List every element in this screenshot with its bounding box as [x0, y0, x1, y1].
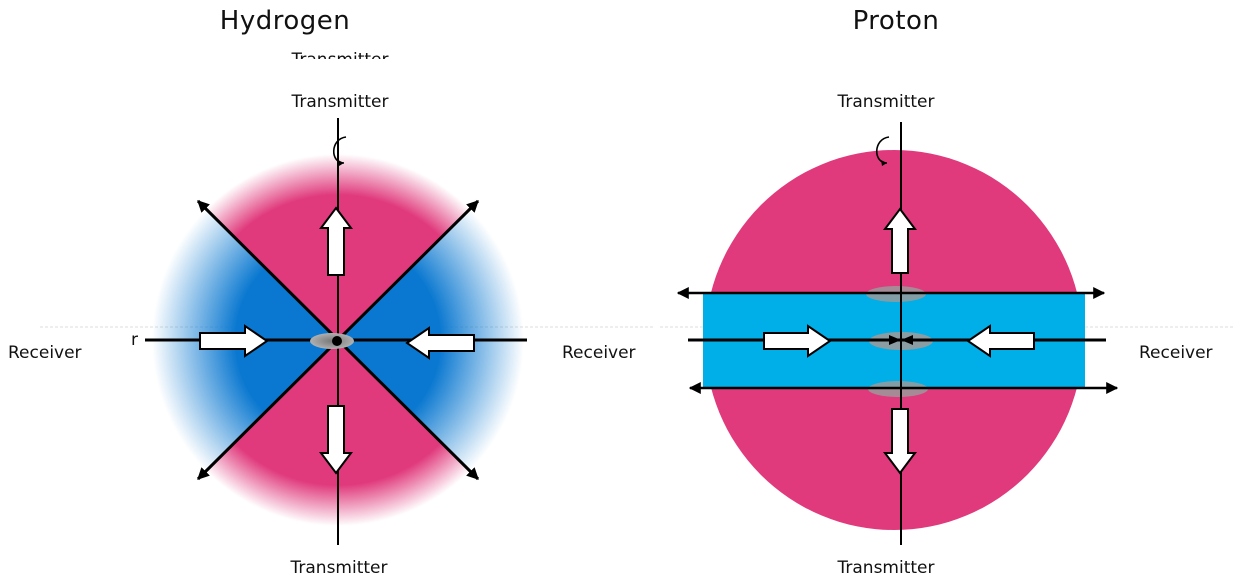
proton-title: Proton	[852, 6, 940, 36]
down-block-arrow	[319, 405, 353, 475]
clipped-transmitter-label: Transmitter	[291, 50, 389, 70]
hydrogen-diagram	[40, 118, 655, 545]
hydrogen-title: Hydrogen	[219, 6, 351, 36]
down-block-arrow	[883, 408, 917, 475]
up-block-arrow	[883, 207, 917, 274]
proton-transmitter-top-label: Transmitter	[837, 92, 935, 112]
proton-transmitter-bottom-label: Transmitter	[837, 558, 935, 578]
hydrogen-transmitter-top-label: Transmitter	[291, 92, 389, 112]
diagonal-arrow-se	[336, 338, 480, 481]
center-arrowhead-right	[901, 335, 913, 345]
proton-receiver-right-label: Receiver	[1139, 343, 1213, 363]
hydrogen-receiver-right-label: Receiver	[562, 343, 636, 363]
left-block-arrow	[966, 324, 1035, 358]
diagonal-arrow-ne	[336, 199, 480, 342]
right-block-arrow	[763, 324, 832, 358]
left-block-arrow	[405, 326, 475, 360]
diagonal-arrow-nw	[196, 199, 340, 342]
right-block-arrow	[199, 324, 269, 358]
center-dot	[332, 336, 342, 346]
hydrogen-transmitter-bottom-label: Transmitter	[290, 558, 388, 578]
diagonal-arrow-sw	[196, 338, 340, 481]
clipped-receiver-glyph: r	[131, 330, 138, 350]
proton-diagram	[660, 122, 1235, 545]
center-arrowhead-left	[889, 335, 901, 345]
hydrogen-receiver-left-label: Receiver	[8, 343, 82, 363]
up-block-arrow	[319, 206, 353, 276]
